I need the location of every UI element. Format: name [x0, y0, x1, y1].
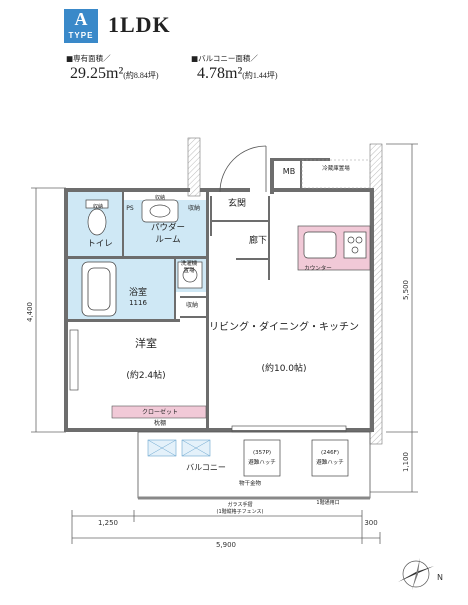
balcony-area-value: 4.78m² [197, 65, 243, 82]
fridge-space [301, 159, 371, 189]
exclusive-area-tsubo: (約8.84坪) [123, 71, 159, 80]
type-word: TYPE [68, 31, 94, 40]
entrance-door [219, 145, 267, 193]
western-size-label: (約2.4帖) [126, 369, 165, 381]
genkan-label: 玄関 [228, 197, 246, 209]
dim-left-offset: 1,250 [98, 519, 118, 527]
living-window [231, 425, 347, 433]
dim-right-offset: 300 [364, 519, 377, 527]
laundry-label-2: 置場 [183, 266, 195, 274]
wash-basin [141, 199, 179, 223]
laundry-pan [177, 261, 203, 289]
counter-label: カウンター [304, 264, 332, 272]
dim-balcony-depth: 1,100 [402, 452, 410, 472]
storage-entry-label: 収納 [188, 204, 200, 212]
plan-type-title: 1LDK [108, 12, 171, 37]
powder-room-label-1: パウダー [151, 222, 185, 233]
hallway-label: 廊下 [249, 234, 267, 246]
bath-label: 浴室 [129, 286, 147, 298]
corridor-wall-left [187, 137, 201, 197]
gate-label: 1階通用口 [316, 499, 339, 506]
powder-room-label-2: ルーム [155, 235, 180, 245]
glass-rail-label-1: ガラス手摺 [228, 501, 253, 508]
western-window [69, 329, 79, 391]
living-label: リビング・ダイニング・キッチン [209, 320, 359, 333]
hatch-left-label: 避難ハッチ [248, 458, 276, 466]
western-label: 洋室 [135, 336, 157, 350]
evacuation-hatch-right [311, 439, 349, 477]
dim-left-height: 4,400 [26, 302, 34, 322]
closet-band [111, 405, 207, 419]
balcony-label: バルコニー [186, 463, 226, 472]
storage-powder-label: 収納 [155, 194, 165, 201]
glass-rail-label-2: (1階縦格子フェンス) [217, 508, 264, 515]
compass-rose: N [398, 558, 443, 590]
bathtub [81, 261, 117, 317]
exclusive-area-label: ■専有面積／ [66, 54, 111, 63]
balcony-area-tsubo: (約1.44坪) [242, 71, 278, 80]
hatch-left-size: (357P) [253, 450, 271, 456]
storage-hall-label: 収納 [186, 301, 198, 309]
toilet-label: トイレ [87, 239, 113, 249]
type-letter: A [74, 9, 88, 29]
shelf-label: 枕棚 [154, 419, 166, 427]
ps-label: PS [126, 205, 134, 212]
evacuation-hatch-left [243, 439, 281, 477]
cooktop [343, 231, 367, 259]
kitchen-sink [303, 231, 337, 259]
balcony-area: 4.78m²(約1.44坪) [197, 65, 278, 85]
exclusive-area: 29.25m²(約8.84坪) [70, 65, 159, 85]
laundry-label-1: 洗濯機 [181, 259, 198, 267]
exclusive-area-value: 29.25m² [70, 65, 124, 82]
dim-total-width: 5,900 [216, 541, 236, 549]
fridge-label: 冷蔵庫置場 [322, 164, 350, 172]
bath-size-label: 1116 [129, 299, 147, 307]
balcony-area-label: ■バルコニー面積／ [191, 54, 258, 63]
living-size-label: (約10.0帖) [261, 362, 306, 374]
toilet-fixture [85, 199, 109, 236]
balcony-tiles [147, 439, 211, 457]
balcony-hardware-label: 物干金物 [239, 479, 262, 487]
storage-toilet-label: 収納 [93, 203, 103, 210]
hatch-right-size: (246F) [321, 450, 339, 456]
dimension-lines [31, 143, 418, 544]
compass-north-label: N [437, 573, 443, 582]
closet-label: クローゼット [142, 408, 178, 416]
mb-label: MB [283, 167, 295, 176]
walls [64, 158, 374, 432]
balcony-tile-marks [147, 439, 211, 457]
hatch-right-label: 避難ハッチ [316, 458, 344, 466]
type-badge: A TYPE [64, 9, 98, 43]
dim-right-height: 5,500 [402, 280, 410, 300]
